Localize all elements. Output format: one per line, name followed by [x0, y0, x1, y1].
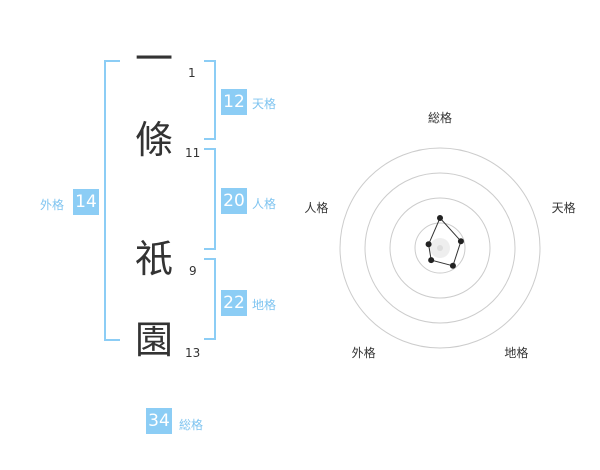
- tenkaku-value: 12: [221, 89, 247, 115]
- chikaku-label: 地格: [252, 298, 277, 312]
- jinkaku-bracket: [204, 148, 216, 250]
- gaikaku-label: 外格: [40, 198, 65, 212]
- name-char-1: 一: [134, 37, 173, 81]
- chikaku-bracket: [204, 258, 216, 340]
- radar-ring-2: [389, 197, 491, 299]
- stroke-count-2: 11: [185, 146, 201, 160]
- radar-point-5: [425, 241, 432, 248]
- stroke-count-3: 9: [189, 264, 197, 278]
- radar-center-dot: [437, 245, 443, 251]
- radar-point-4: [428, 257, 435, 264]
- jinkaku-value: 20: [221, 188, 247, 214]
- tenkaku-label: 天格: [252, 97, 277, 111]
- radar-polygon: [428, 217, 462, 267]
- stroke-count-1: 1: [188, 66, 196, 80]
- jinkaku-label: 人格: [252, 197, 277, 211]
- chikaku-value: 22: [221, 290, 247, 316]
- radar-axis-label-3: 地格: [504, 345, 528, 360]
- radar-ring-1: [414, 222, 466, 274]
- stroke-count-4: 13: [185, 346, 201, 360]
- gaikaku-bracket: [104, 60, 120, 341]
- radar-point-3: [449, 262, 456, 269]
- name-char-4: 園: [134, 318, 173, 362]
- radar-axis-label-1: 総格: [428, 110, 452, 125]
- radar-point-1: [437, 215, 443, 221]
- radar-axis-label-4: 外格: [352, 345, 376, 360]
- name-char-3: 祇: [134, 237, 173, 281]
- name-char-2: 條: [134, 118, 173, 162]
- radar-point-2: [457, 238, 464, 245]
- soukaku-label: 総格: [179, 418, 204, 432]
- radar-ring-4: [339, 147, 541, 349]
- radar-axis-label-5: 人格: [304, 200, 328, 215]
- radar-ring-3: [364, 172, 516, 324]
- tenkaku-bracket: [204, 60, 216, 140]
- soukaku-value: 34: [146, 408, 172, 434]
- gaikaku-value: 14: [73, 189, 99, 215]
- radar-axis-label-2: 天格: [552, 200, 576, 215]
